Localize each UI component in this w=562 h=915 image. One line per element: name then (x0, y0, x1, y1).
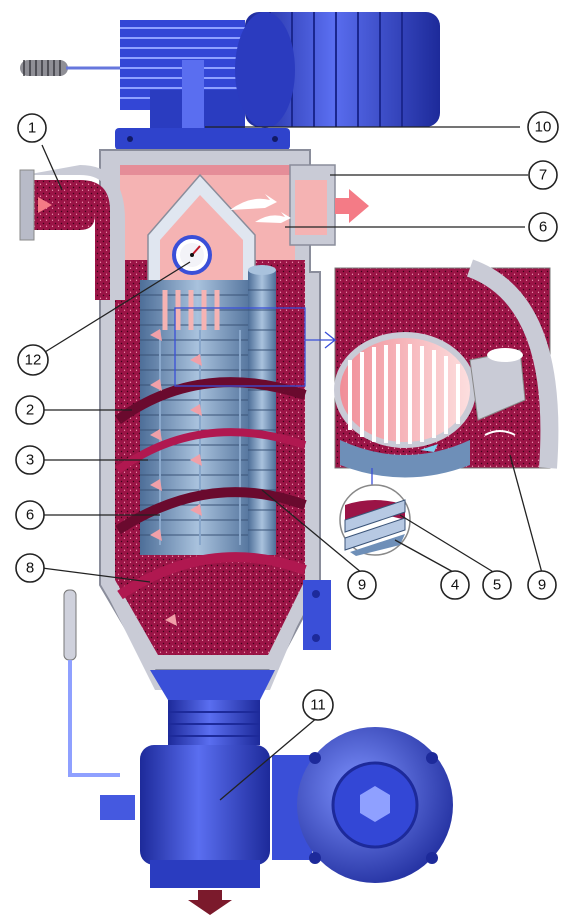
callout-11: 11 (303, 690, 333, 720)
callout-label-2: 2 (26, 402, 34, 419)
top-flange (115, 128, 290, 150)
callout-5: 5 (483, 571, 511, 599)
callout-label-12: 12 (25, 352, 42, 369)
spring-handle (20, 60, 130, 76)
callout-label-1: 1 (28, 120, 36, 137)
pressure-gauge (174, 237, 210, 273)
callout-2: 2 (16, 396, 44, 424)
callout-label-9-right: 9 (538, 577, 546, 594)
callout-9-right: 9 (528, 571, 556, 599)
callout-8: 8 (16, 554, 44, 582)
outlet-pipe (290, 165, 369, 245)
callout-label-10: 10 (535, 119, 552, 136)
motor-body (235, 12, 440, 128)
callout-7: 7 (529, 161, 557, 189)
callout-3: 3 (16, 446, 44, 474)
callout-label-11: 11 (310, 697, 326, 714)
detail-inset (335, 268, 550, 478)
callout-label-7: 7 (539, 167, 547, 184)
drive-shaft (182, 60, 204, 135)
callout-label-6-top: 6 (539, 219, 547, 236)
callout-1: 1 (18, 114, 46, 142)
callout-label-6-bottom: 6 (26, 507, 34, 524)
callout-10: 10 (528, 112, 558, 142)
callout-label-4: 4 (451, 577, 459, 594)
callout-6-bottom: 6 (16, 501, 44, 529)
drive-motor (20, 12, 440, 150)
outlet-flow-arrow (335, 189, 369, 223)
drain-arrow (188, 890, 232, 915)
inlet-pipe (20, 165, 125, 300)
callout-6-top: 6 (529, 213, 557, 241)
callout-label-9-left: 9 (358, 577, 366, 594)
callout-4: 4 (441, 571, 469, 599)
callout-label-3: 3 (26, 452, 34, 469)
callout-9-left: 9 (348, 571, 376, 599)
callout-label-5: 5 (493, 577, 501, 594)
callout-12: 12 (18, 345, 48, 375)
callout-label-8: 8 (26, 560, 34, 577)
